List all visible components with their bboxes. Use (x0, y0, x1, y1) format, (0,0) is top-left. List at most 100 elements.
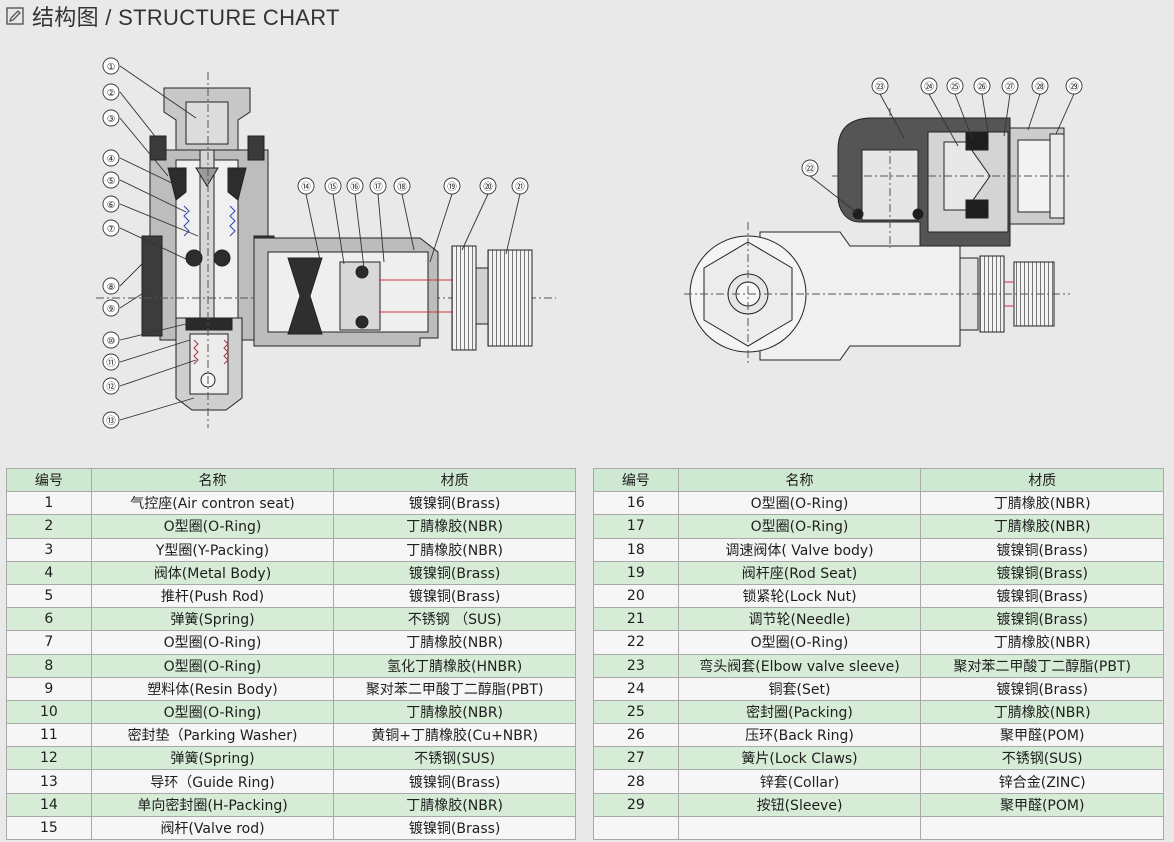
cell-number: 25 (593, 699, 679, 725)
cell-part-name (677, 815, 922, 841)
cell-number (593, 815, 679, 841)
cell-number: 24 (593, 676, 679, 701)
callout-circle (479, 177, 497, 195)
cell-number: 3 (6, 537, 92, 562)
cell-part-name: O型圈(O-Ring) (677, 630, 922, 655)
callout-label: ⑲ (447, 182, 457, 193)
cell-number: 2 (6, 514, 92, 539)
callout-circle (102, 195, 120, 213)
cell-number: 6 (6, 607, 92, 632)
callout-label: ⑫ (106, 382, 116, 393)
cell-part-name: O型圈(O-Ring) (90, 514, 335, 539)
callout-label: ① (107, 62, 116, 73)
page-title: 结构图 / STRUCTURE CHART (32, 5, 340, 30)
cell-part-name: 气控座(Air contron seat) (90, 491, 335, 516)
callout-label: ㉕ (950, 82, 960, 93)
callout-label: ⑤ (107, 176, 116, 187)
cell-number: 16 (593, 491, 679, 516)
callout-label: ⑬ (106, 416, 116, 427)
callout-circle (973, 77, 991, 95)
callout-circle (920, 77, 938, 95)
callout-label: ⑥ (107, 200, 116, 211)
cell-number: 8 (6, 653, 92, 678)
callout-circle (511, 177, 529, 195)
cell-part-name: 调速阀体( Valve body) (677, 537, 922, 562)
cell-material: 丁腈橡胶(NBR) (920, 514, 1164, 539)
cell-part-name: 阀杆(Valve rod) (90, 815, 335, 841)
callout-circle (871, 77, 889, 95)
cell-number: 14 (6, 792, 92, 817)
cell-number: 19 (593, 560, 679, 585)
cell-part-name: 弹簧(Spring) (90, 607, 335, 632)
cell-material: 镀镍铜(Brass) (333, 491, 576, 516)
cell-number: 18 (593, 537, 679, 562)
cell-number: 10 (6, 699, 92, 725)
cell-material: 聚对苯二甲酸丁二醇脂(PBT) (333, 676, 576, 701)
callout-circle (346, 177, 364, 195)
cell-number: 22 (593, 630, 679, 655)
cell-material (920, 815, 1164, 841)
callout-circle (946, 77, 964, 95)
callout-label: ㉖ (977, 82, 987, 93)
callout-circle (102, 83, 120, 101)
callout-label: ④ (107, 154, 116, 165)
callout-circle (102, 331, 120, 349)
cell-material: 不锈钢(SUS) (333, 746, 576, 771)
cell-number: 1 (6, 491, 92, 516)
cell-part-name: 弯头阀套(Elbow valve sleeve) (677, 653, 922, 678)
callout-circle (393, 177, 411, 195)
cell-part-name: O型圈(O-Ring) (90, 653, 335, 678)
cell-material: 镀镍铜(Brass) (920, 537, 1164, 562)
cell-part-name: 密封圈(Packing) (677, 699, 922, 725)
cell-part-name: 密封垫（Parking Washer) (90, 723, 335, 748)
callout-circle (443, 177, 461, 195)
column-header-name: 名称 (677, 467, 922, 493)
cell-material: 镀镍铜(Brass) (333, 560, 576, 585)
callout-circle (1031, 77, 1049, 95)
cell-part-name: O型圈(O-Ring) (90, 699, 335, 725)
cell-number: 4 (6, 560, 92, 585)
callout-label: ⑩ (107, 336, 116, 347)
callout-circle (102, 377, 120, 395)
callout-circle (1001, 77, 1019, 95)
cell-part-name: 阀体(Metal Body) (90, 560, 335, 585)
cell-material: 锌合金(ZINC) (920, 769, 1164, 794)
callout-label: ㉓ (875, 82, 885, 93)
cell-material: 镀镍铜(Brass) (333, 583, 576, 609)
right-section-drawing (684, 108, 1070, 366)
callout-label: ⑳ (483, 182, 493, 193)
column-header-number: 编号 (6, 467, 92, 493)
callout-circle (102, 219, 120, 237)
cell-number: 20 (593, 583, 679, 609)
cell-number: 29 (593, 792, 679, 817)
cell-number: 15 (6, 815, 92, 841)
callout-circle (324, 177, 342, 195)
cell-number: 21 (593, 607, 679, 632)
cell-number: 13 (6, 769, 92, 794)
callout-label: ② (107, 88, 116, 99)
cell-material: 镀镍铜(Brass) (920, 583, 1164, 609)
table-header-row: 编号 名称 材质 (6, 467, 576, 493)
cell-material: 镀镍铜(Brass) (920, 607, 1164, 632)
callout-label: ⑯ (350, 182, 360, 193)
cell-part-name: 锌套(Collar) (677, 769, 922, 794)
callout-label: ㉗ (1005, 82, 1015, 93)
cell-material: 聚对苯二甲酸丁二醇脂(PBT) (920, 653, 1164, 678)
cell-number: 17 (593, 514, 679, 539)
cell-material: 不锈钢 （SUS) (333, 607, 576, 632)
callout-label: ⑦ (107, 224, 116, 235)
